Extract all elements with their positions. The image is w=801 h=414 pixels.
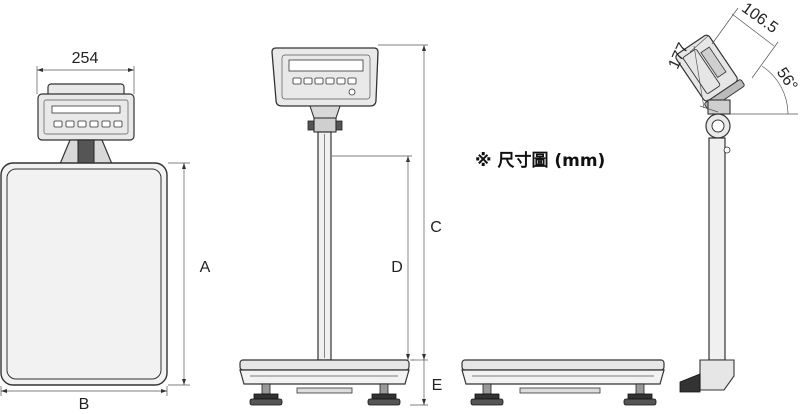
overall-height-label: C	[430, 219, 442, 236]
head-depth-dim-line	[731, 13, 775, 47]
column-side	[708, 137, 726, 361]
head-depth-label: 106.5	[738, 0, 780, 37]
tilt-angle-label: 56°	[773, 65, 801, 95]
drawing-title: ※ 尺寸圖 (mm)	[475, 150, 605, 171]
side-view: 106.5 177 56°	[461, 0, 801, 406]
platform-top	[0, 162, 168, 386]
platform-width-label: B	[79, 396, 90, 413]
front-view: D C E	[239, 44, 443, 406]
feet-front	[249, 383, 401, 406]
tilt-angle-arc	[761, 65, 789, 115]
platform-side	[461, 359, 665, 371]
platform-depth-label: A	[200, 259, 211, 276]
column-height-label: D	[391, 259, 403, 276]
head-width-label: 254	[72, 50, 99, 67]
indicator-head-side	[675, 34, 745, 110]
indicator-head-front	[271, 47, 379, 107]
base-height-label: E	[432, 377, 443, 394]
top-view: 254 A	[0, 50, 211, 413]
indicator-head-top	[37, 83, 135, 141]
feet-side	[470, 383, 657, 406]
head-height-dim-line	[693, 45, 705, 109]
platform-front	[239, 359, 410, 371]
